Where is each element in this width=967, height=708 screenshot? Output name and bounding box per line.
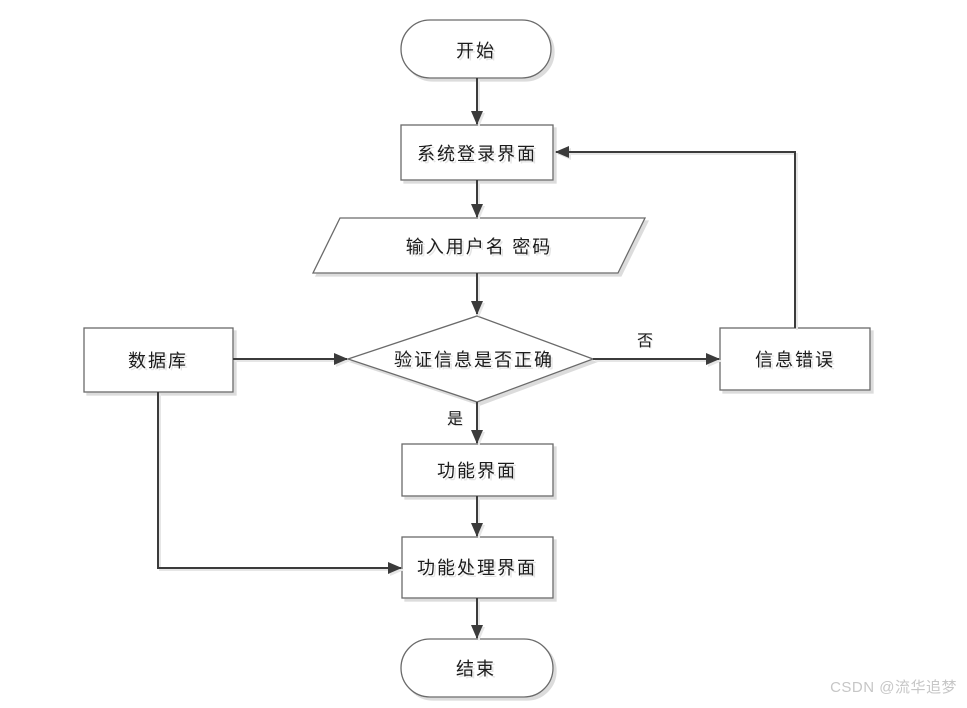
edge-label-no: 否 <box>636 333 654 350</box>
arrow-error-to-login <box>555 146 796 328</box>
watermark-text: CSDN @流华追梦 <box>830 679 957 696</box>
input-node-label: 输入用户名 密码 <box>405 237 553 257</box>
funcproc-process-shape <box>401 536 554 599</box>
end-node-label: 结束 <box>456 659 496 679</box>
database-node-label: 数据库 <box>128 351 188 371</box>
error-node-label: 信息错误 <box>755 350 835 370</box>
input-io-shape <box>311 217 647 274</box>
connector-layer <box>157 78 796 639</box>
login-process-shape <box>400 124 554 181</box>
login-node-label: 系统登录界面 <box>417 144 537 164</box>
shape-layer <box>83 19 871 698</box>
func-node-label: 功能界面 <box>437 461 517 481</box>
database-shape <box>83 327 234 393</box>
edge-label-yes: 是 <box>446 411 464 428</box>
verify-node-label: 验证信息是否正确 <box>394 350 554 370</box>
end-terminator-shape <box>400 638 554 698</box>
arrow-database-to-funcproc <box>157 392 402 574</box>
func-process-shape <box>401 443 554 497</box>
funcproc-node-label: 功能处理界面 <box>417 558 537 578</box>
start-node-label: 开始 <box>456 41 496 61</box>
